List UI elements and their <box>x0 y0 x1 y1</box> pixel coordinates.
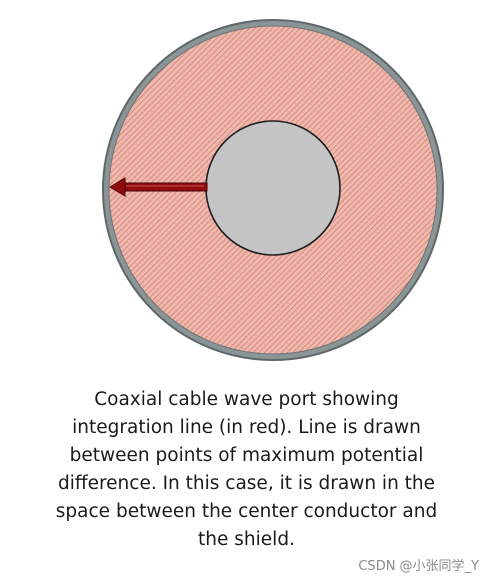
watermark-text: CSDN @小张同学_Y <box>358 559 479 574</box>
figure-caption: Coaxial cable wave port showing integrat… <box>40 386 453 554</box>
caption-line: integration line (in red). Line is drawn <box>72 417 421 438</box>
caption-line: difference. In this case, it is drawn in… <box>57 473 436 494</box>
center-conductor <box>205 120 341 256</box>
integration-line-arrow <box>109 177 208 197</box>
caption-line: space between the center conductor and <box>55 501 438 522</box>
caption-line: the shield. <box>198 529 295 550</box>
caption-line: Coaxial cable wave port showing <box>94 389 399 410</box>
caption-line: between points of maximum potential <box>69 445 424 466</box>
